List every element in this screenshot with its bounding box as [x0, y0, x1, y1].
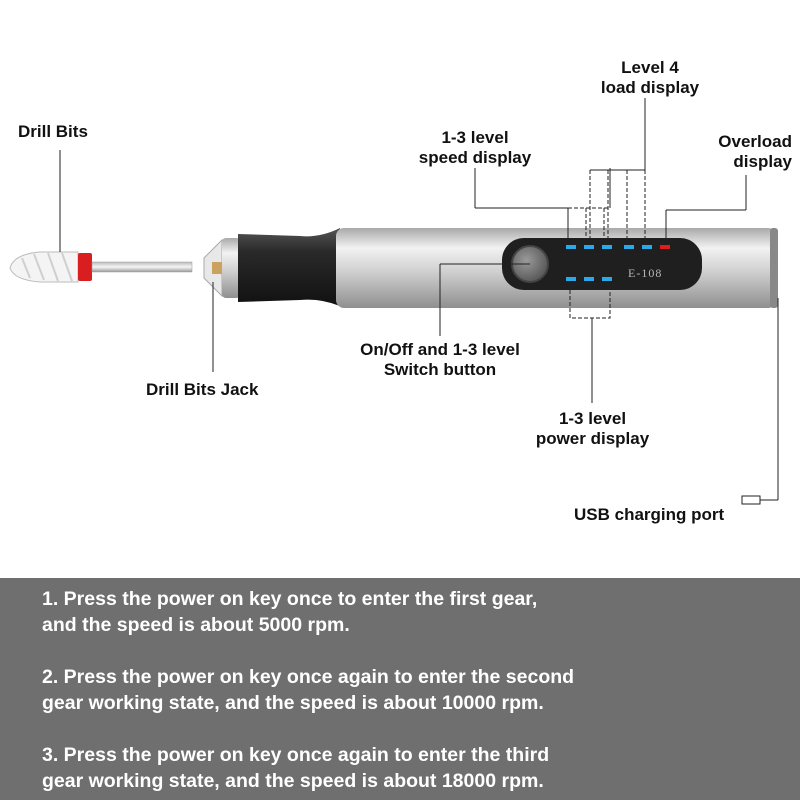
power-leds [566, 277, 612, 281]
instruction-step-1: 1. Press the power on key once to enter … [42, 588, 538, 636]
bit-band [78, 253, 92, 281]
product-diagram: E-108 [9, 58, 792, 524]
led-overload [660, 245, 670, 249]
drill-bit [9, 251, 193, 283]
switch-button-label: On/Off and 1-3 level Switch button [360, 340, 520, 379]
speed-display-label: 1-3 level speed display [418, 128, 532, 167]
overload-display-label: Overload display [718, 132, 792, 171]
instructions-panel: 1. Press the power on key once to enter … [0, 578, 800, 800]
load-display-label: Level 4 load display [600, 58, 700, 97]
drill-bits-jack-label: Drill Bits Jack [146, 380, 259, 399]
instruction-step-3: 3. Press the power on key once again to … [42, 744, 550, 792]
led-speed-1 [566, 245, 576, 249]
drill-bits-jack [203, 238, 240, 298]
instruction-step-2: 2. Press the power on key once again to … [42, 666, 575, 714]
led-power-1 [566, 277, 576, 281]
led-load-4b [642, 245, 652, 249]
led-power-2 [584, 277, 594, 281]
display-panel [502, 238, 702, 290]
power-display-label: 1-3 level power display [535, 409, 650, 448]
usb-port-label: USB charging port [574, 505, 725, 524]
device-illustration: E-108 [9, 98, 779, 505]
led-load-4 [624, 245, 634, 249]
rubber-grip [238, 228, 340, 306]
led-power-3 [602, 277, 612, 281]
callout-lines [59, 98, 779, 505]
speed-load-leds [566, 245, 670, 249]
model-label: E-108 [628, 266, 662, 280]
led-speed-3 [602, 245, 612, 249]
drill-bits-label: Drill Bits [18, 122, 88, 141]
led-speed-2 [584, 245, 594, 249]
